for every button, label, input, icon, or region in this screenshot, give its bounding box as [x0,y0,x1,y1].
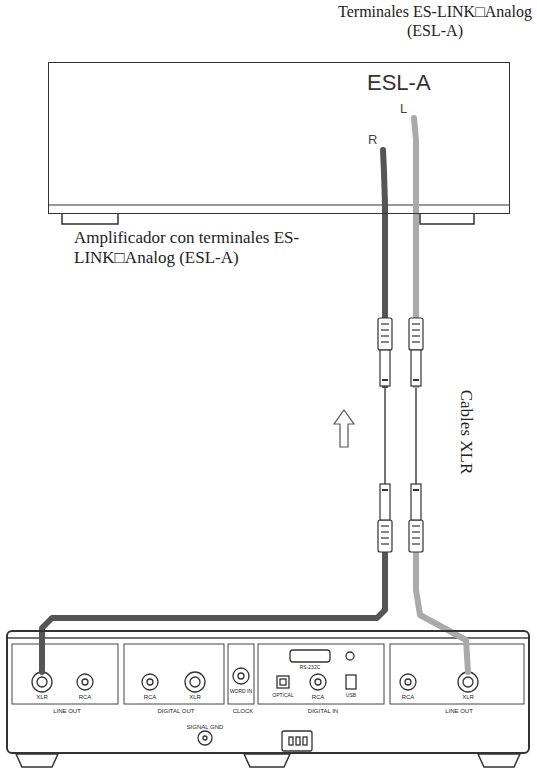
jack-label: RCA [144,694,157,701]
panel-sections [6,638,530,704]
xlr-plug [409,318,423,552]
amplifier-box: ESL-A [48,62,510,214]
xlr-plug [378,318,392,552]
jack-label: RCA [79,694,92,701]
jack-label: RCA [402,694,415,701]
jack-label: WORD IN [230,688,252,694]
jack-label: XLR [189,694,201,701]
jack-label: RS-232C [300,664,321,670]
section-label: LINE OUT [53,708,81,715]
cable-caption: Cables XLR [456,390,476,475]
jack-label: XLR [462,694,474,701]
jack-label: RCA [312,694,325,701]
terminal-caption: Terminales ES-LINK□Analog (ESL-A) [336,2,534,40]
jack-label: SIGNAL GND [187,724,224,731]
amplifier-caption: Amplificador con terminales ES-LINK□Anal… [74,228,314,269]
channel-label: R [368,132,377,148]
xlr-cable [42,150,385,672]
section-label: DIGITAL OUT [157,708,194,715]
jacks [32,650,478,751]
jack-label: USB [346,692,356,698]
direction-arrow [334,410,354,447]
jack-label: OPTICAL [272,692,293,698]
section-label: DIGITAL IN [308,708,338,715]
player-feet [16,754,520,767]
amp-feet [48,205,510,224]
player-rear-panel: LINE OUT DIGITAL OUT CLOCK DIGITAL IN LINE O… [6,630,530,754]
jack-label: XLR [36,694,48,701]
terminal-title: ESL-A [367,71,431,95]
channel-label: L [400,101,407,117]
section-label: CLOCK [233,708,254,715]
section-label: LINE OUT [445,708,473,715]
